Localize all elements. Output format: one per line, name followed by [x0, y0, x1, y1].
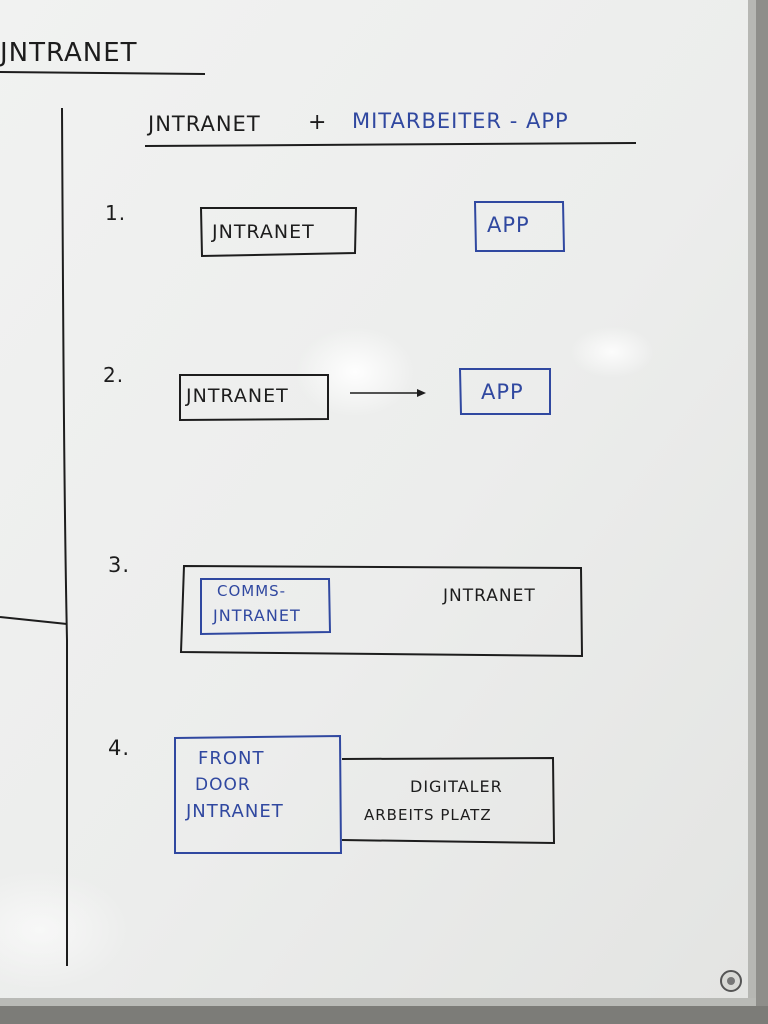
- left-heading: JNTRANET: [0, 38, 138, 68]
- vertical-divider: [61, 107, 69, 967]
- option-3-outer-box: [179, 564, 584, 658]
- light-glare: [295, 327, 415, 417]
- option-1-app-label: APP: [487, 213, 530, 237]
- option-1-intranet-box: [199, 207, 358, 258]
- option-1-intranet-label: JNTRANET: [212, 221, 315, 243]
- option-4-front-box: [174, 734, 343, 854]
- option-4-front-line-2: DOOR: [195, 775, 251, 795]
- option-3-inner-line-2: JNTRANET: [213, 606, 301, 625]
- option-1-app-box: [473, 201, 566, 252]
- option-2-app-label: APP: [481, 380, 524, 404]
- option-3-outer-label: JNTRANET: [443, 586, 536, 606]
- left-horizontal-line: [0, 616, 68, 625]
- option-4-front-line-3: JNTRANET: [186, 801, 284, 822]
- title-underline: [144, 142, 637, 147]
- option-2-intranet-label: JNTRANET: [186, 385, 289, 407]
- board-surface: [0, 0, 748, 998]
- option-4-back-line-1: DIGITALER: [410, 777, 503, 796]
- option-2-intranet-box: [179, 374, 329, 422]
- title-intranet: JNTRANET: [148, 112, 261, 136]
- option-4-back-line-2: ARBEITS PLATZ: [364, 806, 492, 824]
- option-4-number: 4.: [108, 736, 131, 760]
- arrowhead-icon: [417, 389, 426, 397]
- heading-underline: [0, 71, 206, 75]
- option-2-number: 2.: [103, 363, 125, 387]
- title-plus: +: [308, 110, 328, 135]
- option-1-number: 1.: [105, 201, 127, 225]
- light-glare: [570, 326, 654, 378]
- option-4-front-line-1: FRONT: [198, 748, 265, 769]
- option-3-inner-line-1: COMMS-: [217, 582, 287, 600]
- light-glare: [0, 870, 130, 990]
- option-3-inner-box: [200, 578, 332, 636]
- title-mitarbeiter-app: MITARBEITER - APP: [352, 109, 569, 133]
- option-4-back-box: [341, 756, 556, 845]
- option-2-app-box: [458, 368, 551, 415]
- option-3-number: 3.: [108, 553, 131, 577]
